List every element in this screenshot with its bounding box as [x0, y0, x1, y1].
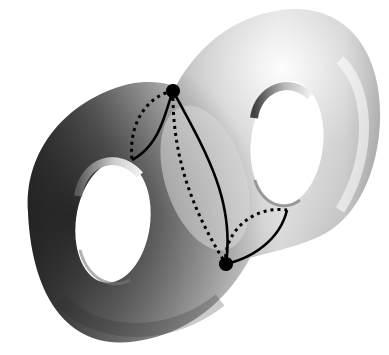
surface-body: [28, 9, 380, 342]
lower-point: [219, 257, 233, 271]
upper-point: [166, 84, 180, 98]
